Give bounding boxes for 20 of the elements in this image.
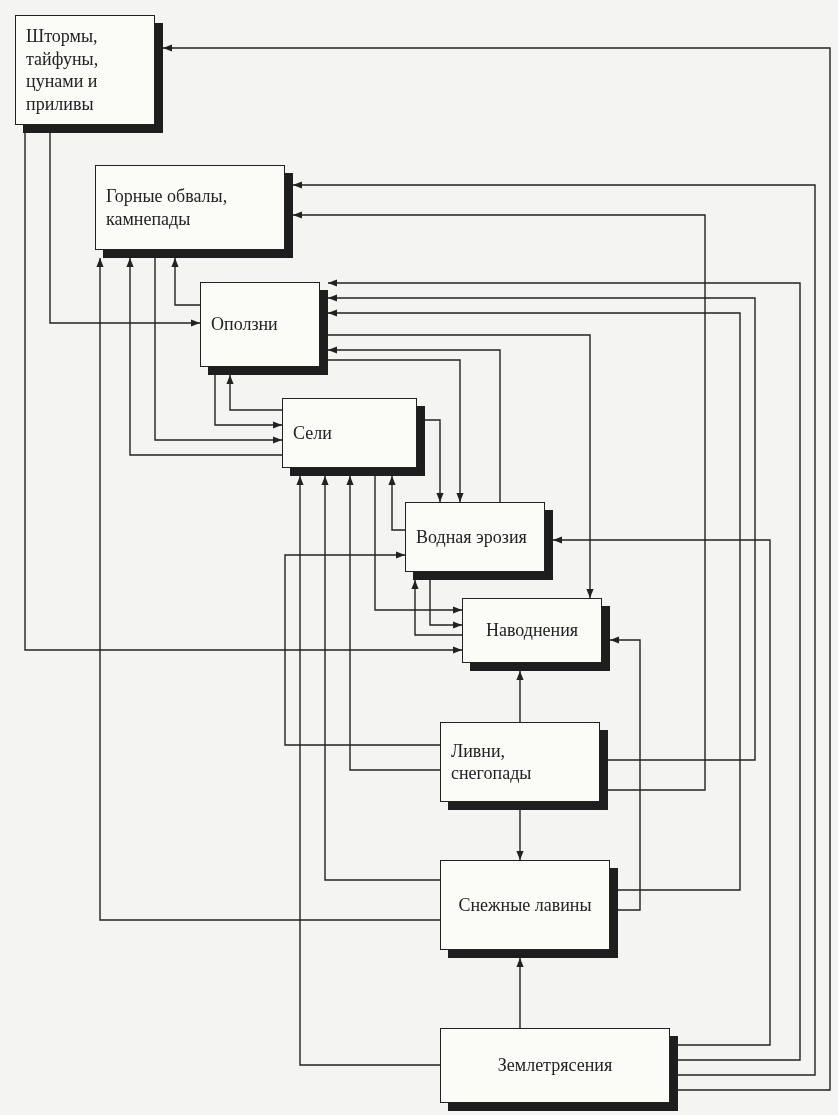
arrow	[346, 475, 441, 771]
arrow	[296, 475, 441, 1066]
arrow	[374, 475, 463, 614]
arrow	[126, 257, 283, 456]
arrow	[327, 334, 594, 599]
arrow	[154, 257, 283, 444]
arrow	[284, 551, 441, 746]
arrow	[327, 346, 501, 503]
arrow	[516, 670, 524, 723]
arrow	[516, 957, 524, 1029]
arrow	[214, 374, 283, 429]
arrow	[424, 419, 444, 503]
arrow	[327, 294, 756, 761]
arrow	[388, 475, 406, 531]
arrow	[516, 809, 524, 861]
arrow	[226, 374, 283, 411]
arrow	[171, 257, 201, 306]
arrow	[96, 257, 441, 921]
arrow	[429, 579, 463, 629]
arrow	[292, 181, 816, 1076]
